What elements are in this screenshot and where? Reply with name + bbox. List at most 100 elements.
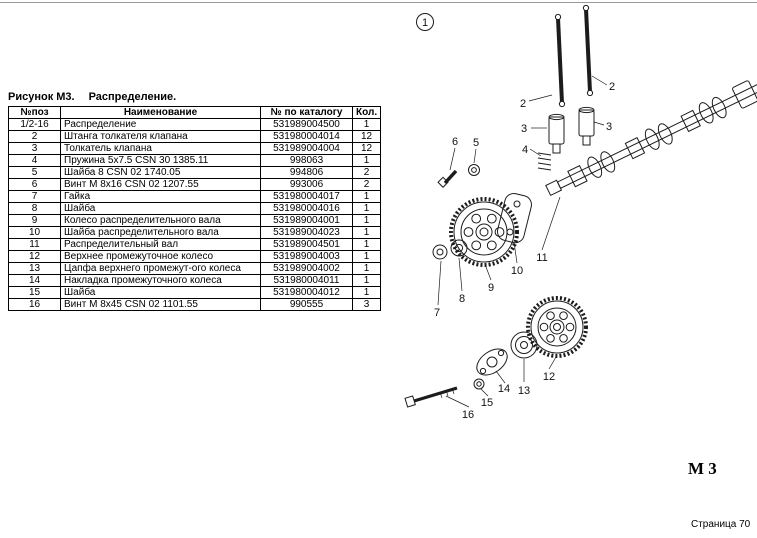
- cell-name: Колесо распределительного вала: [60, 214, 261, 227]
- callout-6: 6: [452, 136, 458, 148]
- callout-15: 15: [481, 397, 493, 409]
- cell-pos: 3: [8, 142, 61, 155]
- cell-qty: 1: [351, 214, 382, 227]
- camshaft-gear-9: [449, 197, 519, 267]
- figure-caption-title: Распределение.: [88, 91, 177, 103]
- bolt-6: [437, 169, 458, 188]
- table-row: 3 Толкатель клапана 531989004004 12: [8, 142, 382, 155]
- col-header-name: Наименование: [60, 106, 261, 119]
- sheet-index-circle: [416, 13, 434, 31]
- callout-7: 7: [434, 307, 440, 319]
- cell-pos: 16: [8, 298, 61, 311]
- cell-name: Шайба: [60, 202, 261, 215]
- cell-catalog: 990555: [260, 298, 353, 311]
- nut-7: [432, 244, 448, 260]
- cell-name: Шайба: [60, 286, 261, 299]
- cell-pos: 6: [8, 178, 61, 191]
- cell-pos: 4: [8, 154, 61, 167]
- callout-labels: 1 2 2 3 3 4 5 6 7 8 9 10 11 12 13 14 15 …: [422, 17, 615, 421]
- exploded-view-diagram: 1 2 2 3 3 4 5 6 7 8 9 10 11 12 13 14 15 …: [404, 4, 757, 421]
- cell-catalog: 531980004012: [260, 286, 353, 299]
- cell-name: Гайка: [60, 190, 261, 203]
- table-row: 2 Штанга толкателя клапана 531980004014 …: [8, 130, 382, 143]
- cell-qty: 1: [351, 238, 382, 251]
- cell-name: Распределение: [60, 118, 261, 131]
- cell-name: Верхнее промежуточное колесо: [60, 250, 261, 263]
- callout-11: 11: [536, 252, 547, 264]
- table-row: 11 Распределительный вал 531989004501 1: [8, 238, 382, 251]
- table-row: 10 Шайба распределительного вала 5319890…: [8, 226, 382, 239]
- camshaft-11: [545, 80, 757, 197]
- table-row: 14 Накладка промежуточного колеса 531980…: [8, 274, 382, 287]
- callout-16: 16: [462, 409, 474, 421]
- pushrod-2: [582, 4, 594, 97]
- cell-qty: 1: [351, 262, 382, 275]
- cell-catalog: 531989004002: [260, 262, 353, 275]
- cell-qty: 12: [351, 130, 382, 143]
- journal-13: [510, 331, 538, 359]
- figure-code: М 3: [688, 459, 717, 478]
- cell-pos: 13: [8, 262, 61, 275]
- cell-catalog: 531989004003: [260, 250, 353, 263]
- callout-9: 9: [488, 282, 494, 294]
- cell-pos: 12: [8, 250, 61, 263]
- table-row: 6 Винт М 8х16 CSN 02 1207.55 993006 2: [8, 178, 382, 191]
- cell-catalog: 531980004016: [260, 202, 353, 215]
- cell-name: Шайба 8 CSN 02 1740.05: [60, 166, 261, 179]
- cell-qty: 1: [351, 118, 382, 131]
- cell-name: Винт М 8х16 CSN 02 1207.55: [60, 178, 261, 191]
- pushrod-1: [554, 13, 566, 108]
- callout-2b: 2: [609, 81, 615, 93]
- table-row: 15 Шайба 531980004012 1: [8, 286, 382, 299]
- cell-name: Цапфа верхнего промежут-ого колеса: [60, 262, 261, 275]
- cell-name: Накладка промежуточного колеса: [60, 274, 261, 287]
- table-header-row: №поз Наименование № по каталогу Кол.: [8, 106, 382, 119]
- cell-name: Шайба распределительного вала: [60, 226, 261, 239]
- cell-catalog: 998063: [260, 154, 353, 167]
- cell-pos: 9: [8, 214, 61, 227]
- cell-pos: 15: [8, 286, 61, 299]
- cell-pos: 8: [8, 202, 61, 215]
- cell-catalog: 531980004011: [260, 274, 353, 287]
- table-row: 9 Колесо распределительного вала 5319890…: [8, 214, 382, 227]
- col-header-qty: Кол.: [351, 106, 382, 119]
- callout-12: 12: [543, 371, 555, 383]
- callout-10: 10: [511, 265, 523, 277]
- cell-qty: 1: [351, 190, 382, 203]
- cell-catalog: 531989004500: [260, 118, 353, 131]
- cell-name: Винт М 8х45 CSN 02 1101.55: [60, 298, 261, 311]
- cell-catalog: 531989004004: [260, 142, 353, 155]
- cell-catalog: 994806: [260, 166, 353, 179]
- cell-catalog: 531989004023: [260, 226, 353, 239]
- callout-2a: 2: [520, 98, 526, 110]
- table-row: 8 Шайба 531980004016 1: [8, 202, 382, 215]
- cell-pos: 7: [8, 190, 61, 203]
- callout-14: 14: [498, 383, 510, 395]
- cell-name: Пружина 5х7.5 CSN 30 1385.11: [60, 154, 261, 167]
- callout-5: 5: [473, 137, 479, 149]
- cell-qty: 1: [351, 226, 382, 239]
- cell-catalog: 531989004001: [260, 214, 353, 227]
- cell-catalog: 531980004017: [260, 190, 353, 203]
- figure-caption: Рисунок М3. Распределение.: [8, 91, 176, 103]
- retainer-plate-14: [476, 348, 508, 376]
- table-row: 5 Шайба 8 CSN 02 1740.05 994806 2: [8, 166, 382, 179]
- callout-3a: 3: [521, 123, 527, 135]
- spring-4: [537, 152, 552, 171]
- tappet-1: [548, 113, 565, 154]
- parts-table: №поз Наименование № по каталогу Кол. 1/2…: [8, 106, 382, 311]
- cell-pos: 2: [8, 130, 61, 143]
- cell-qty: 1: [351, 154, 382, 167]
- callout-4: 4: [522, 144, 528, 156]
- cell-catalog: 993006: [260, 178, 353, 191]
- cell-name: Штанга толкателя клапана: [60, 130, 261, 143]
- table-row: 7 Гайка 531980004017 1: [8, 190, 382, 203]
- callout-sheet-index: 1: [422, 17, 428, 29]
- idler-gear-12: [526, 296, 588, 358]
- table-row: 13 Цапфа верхнего промежут-ого колеса 53…: [8, 262, 382, 275]
- figure-caption-label: Рисунок М3.: [8, 91, 75, 103]
- cell-qty: 12: [351, 142, 382, 155]
- cell-pos: 11: [8, 238, 61, 251]
- page-number: Страница 70: [691, 519, 751, 530]
- callout-3b: 3: [606, 121, 612, 133]
